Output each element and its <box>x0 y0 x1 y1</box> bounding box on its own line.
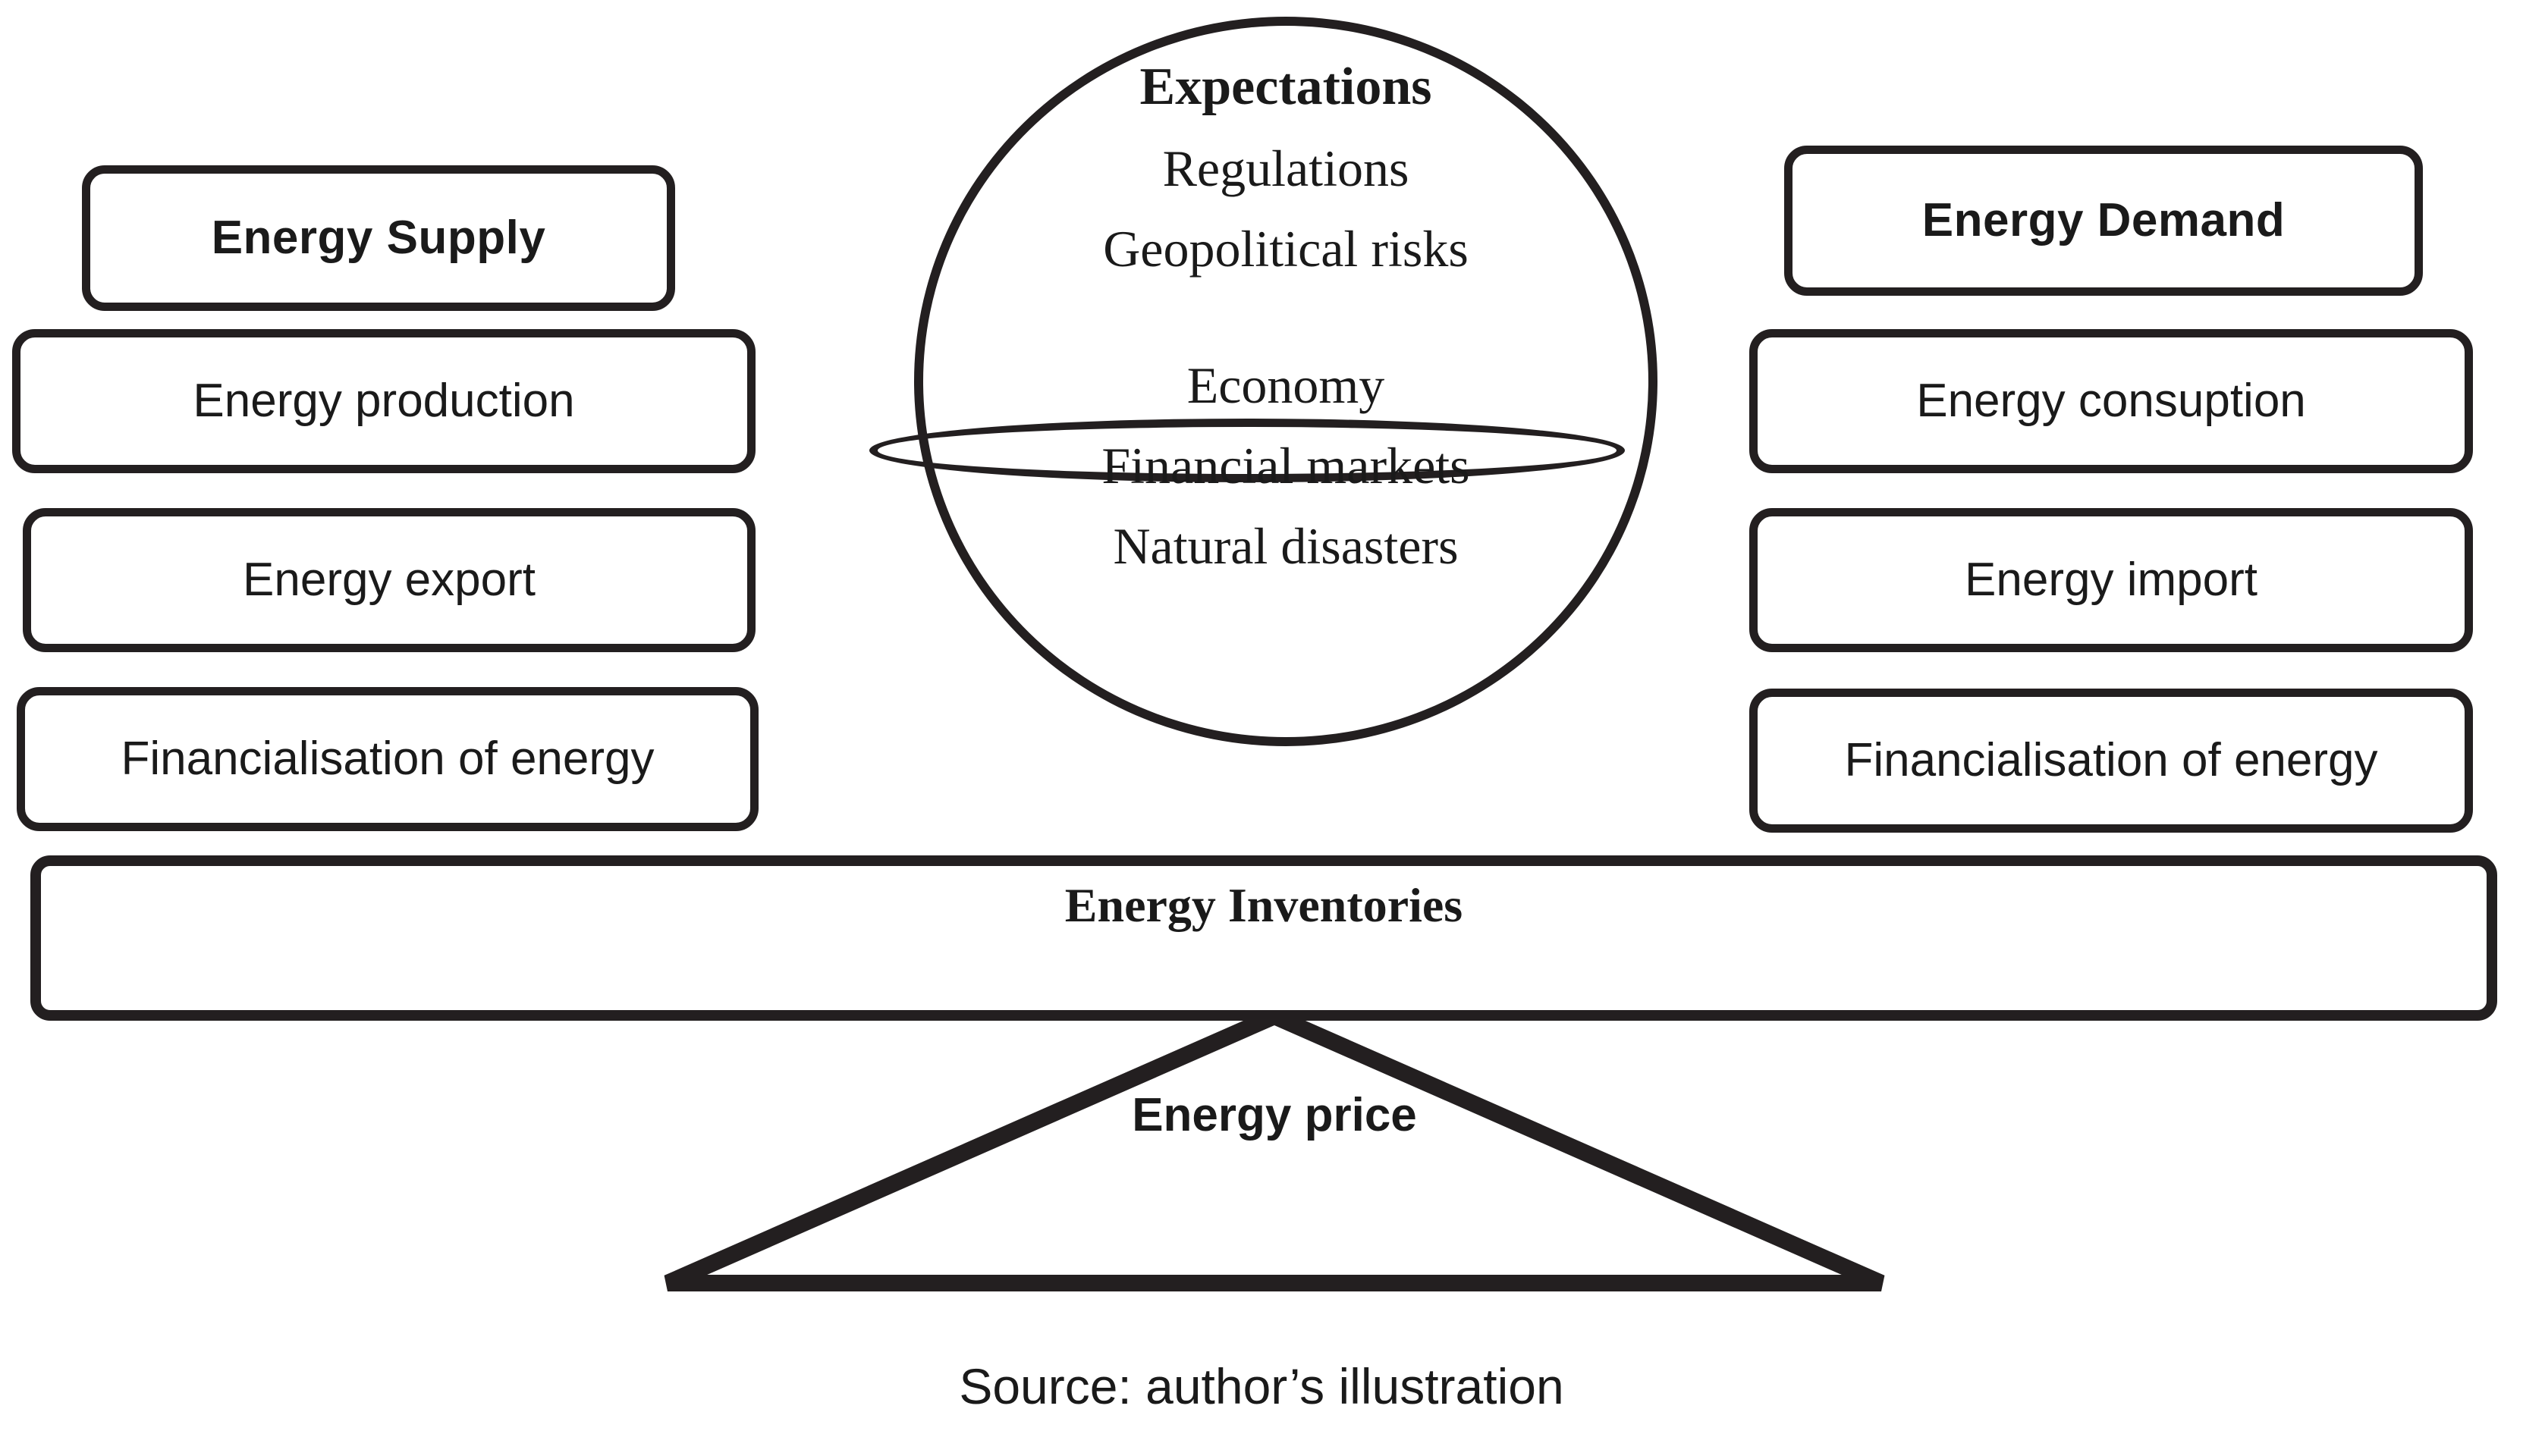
expectations-sphere-equator-ellipse <box>869 419 1625 482</box>
energy-import-box: Energy import <box>1749 508 2473 652</box>
energy-price-label: Energy price <box>1132 1089 1417 1141</box>
expectations-sphere-outline <box>914 17 1657 746</box>
energy-demand-label: Energy Demand <box>1921 194 2286 247</box>
financialisation-of-energy-supply-label: Financialisation of energy <box>121 733 655 786</box>
energy-inventories-beam: Energy Inventories <box>30 855 2497 1021</box>
energy-consumption-box: Energy consuption <box>1749 329 2473 473</box>
energy-export-label: Energy export <box>243 554 536 607</box>
financialisation-of-energy-demand-label: Financialisation of energy <box>1844 734 2378 787</box>
source-caption: Source: author’s illustration <box>959 1358 1564 1414</box>
energy-supply-label: Energy Supply <box>211 212 546 265</box>
financialisation-of-energy-supply-box: Financialisation of energy <box>17 687 759 831</box>
energy-supply-header-box: Energy Supply <box>82 165 675 311</box>
energy-import-label: Energy import <box>1965 554 2258 607</box>
energy-consumption-label: Energy consuption <box>1916 375 2306 428</box>
energy-production-box: Energy production <box>12 329 756 473</box>
financialisation-of-energy-demand-box: Financialisation of energy <box>1749 689 2473 833</box>
fulcrum-triangle-icon <box>664 1009 1885 1291</box>
energy-demand-header-box: Energy Demand <box>1784 146 2423 296</box>
energy-inventories-label: Energy Inventories <box>1064 878 1463 932</box>
energy-export-box: Energy export <box>23 508 756 652</box>
energy-production-label: Energy production <box>193 375 575 428</box>
